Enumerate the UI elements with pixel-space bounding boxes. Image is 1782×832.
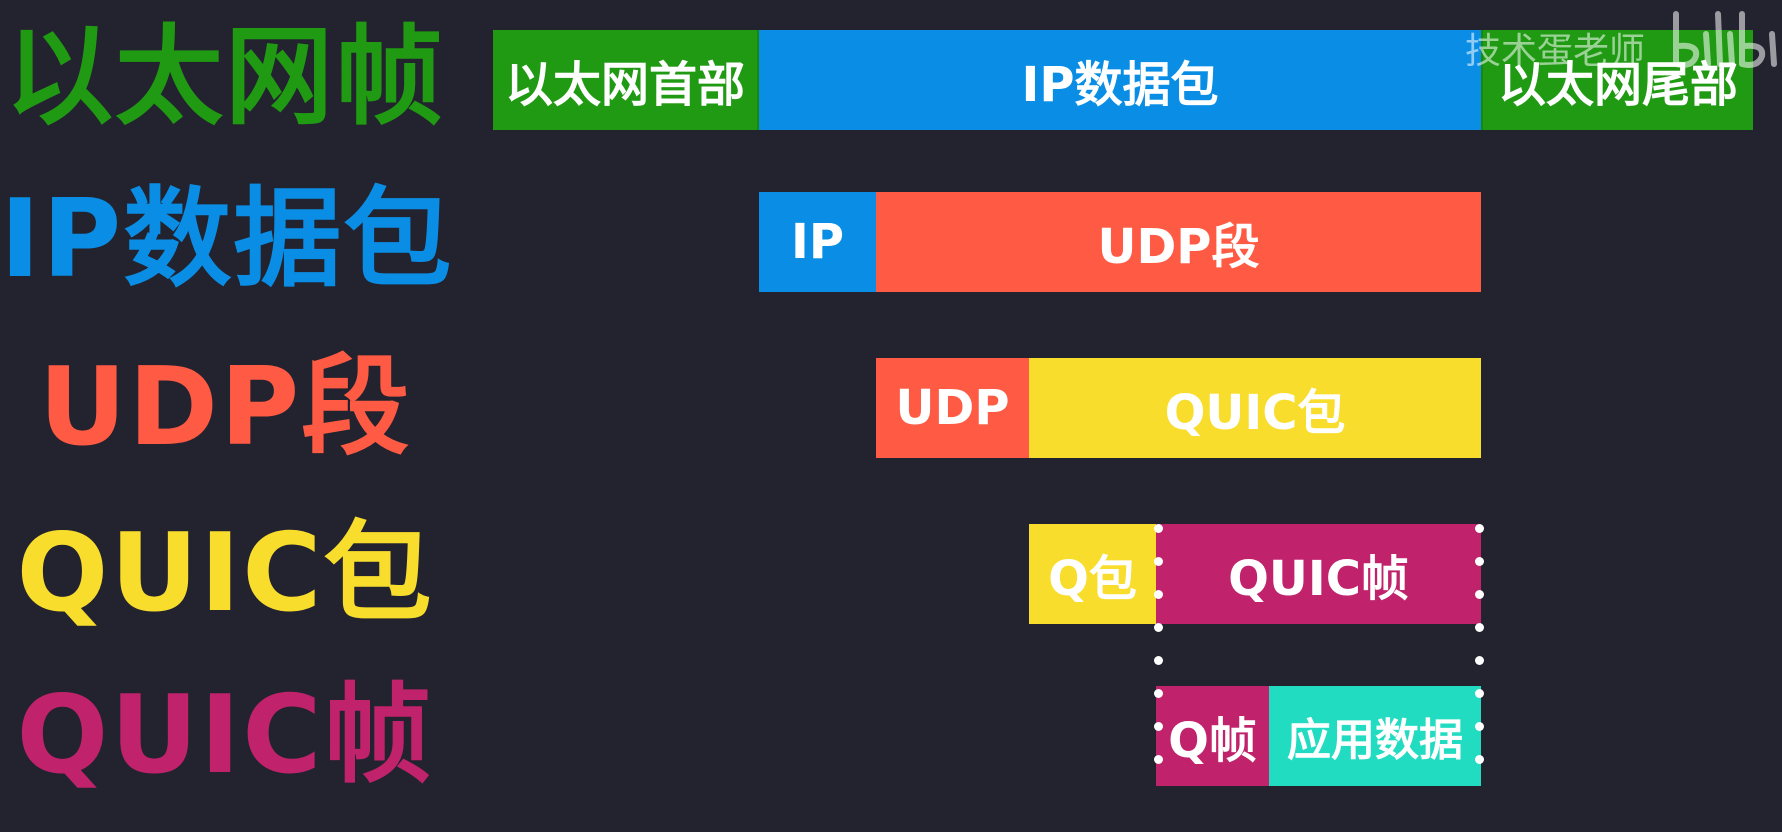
quic-packet-payload-text: QUIC包 [1164, 385, 1346, 441]
connector-dot [1475, 689, 1484, 698]
quic-frame-payload-text: QUIC帧 [1228, 551, 1409, 607]
ip-packet-payload-text: IP数据包 [1021, 57, 1219, 113]
connector-dot [1154, 755, 1163, 764]
quic-packet-label: QUIC包 [16, 511, 434, 636]
ethernet-trailer-text: 以太网尾部 [1497, 57, 1738, 113]
watermark-text: 技术蛋老师 [1465, 31, 1646, 72]
udp-header-text: UDP [895, 380, 1010, 436]
application-data-segment: 应用数据 [1269, 686, 1481, 786]
quic-packet-header-text: Q包 [1048, 551, 1137, 607]
bilibili-logo-icon [1673, 11, 1777, 68]
quic-frame-header-segment: Q帧 [1156, 686, 1269, 786]
ethernet-frame-label: 以太网帧 [4, 15, 445, 140]
ip-packet-payload-segment: IP数据包 [759, 30, 1481, 130]
connector-dot [1475, 656, 1484, 665]
connector-dot [1475, 623, 1484, 632]
quic-frame-payload-segment: QUIC帧 [1156, 524, 1481, 624]
connector-dot [1475, 524, 1484, 533]
connector-dot [1475, 722, 1484, 731]
quic-frame-label: QUIC帧 [16, 673, 434, 798]
ip-header-segment: IP [759, 192, 876, 292]
connector-dot [1154, 590, 1163, 599]
quic-frame-header-text: Q帧 [1168, 713, 1257, 769]
udp-segment-payload: UDP段 [876, 192, 1481, 292]
ethernet-header-text: 以太网首部 [504, 57, 745, 113]
ethernet-header-segment: 以太网首部 [493, 30, 759, 130]
ip-header-text: IP [790, 214, 845, 270]
connector-dot [1475, 755, 1484, 764]
udp-segment-payload-text: UDP段 [1097, 219, 1260, 275]
ip-packet-label: IP数据包 [0, 177, 454, 302]
connector-dot [1475, 557, 1484, 566]
connector-dot [1154, 623, 1163, 632]
connector-dot [1154, 689, 1163, 698]
connector-dot [1475, 590, 1484, 599]
udp-header-segment: UDP [876, 358, 1029, 458]
connector-dot [1154, 557, 1163, 566]
connector-dot [1154, 722, 1163, 731]
application-data-text: 应用数据 [1287, 715, 1463, 766]
connector-dot [1154, 524, 1163, 533]
quic-packet-payload-segment: QUIC包 [1029, 358, 1481, 458]
quic-packet-header-segment: Q包 [1029, 524, 1156, 624]
connector-dot [1154, 656, 1163, 665]
udp-segment-label: UDP段 [38, 345, 412, 470]
